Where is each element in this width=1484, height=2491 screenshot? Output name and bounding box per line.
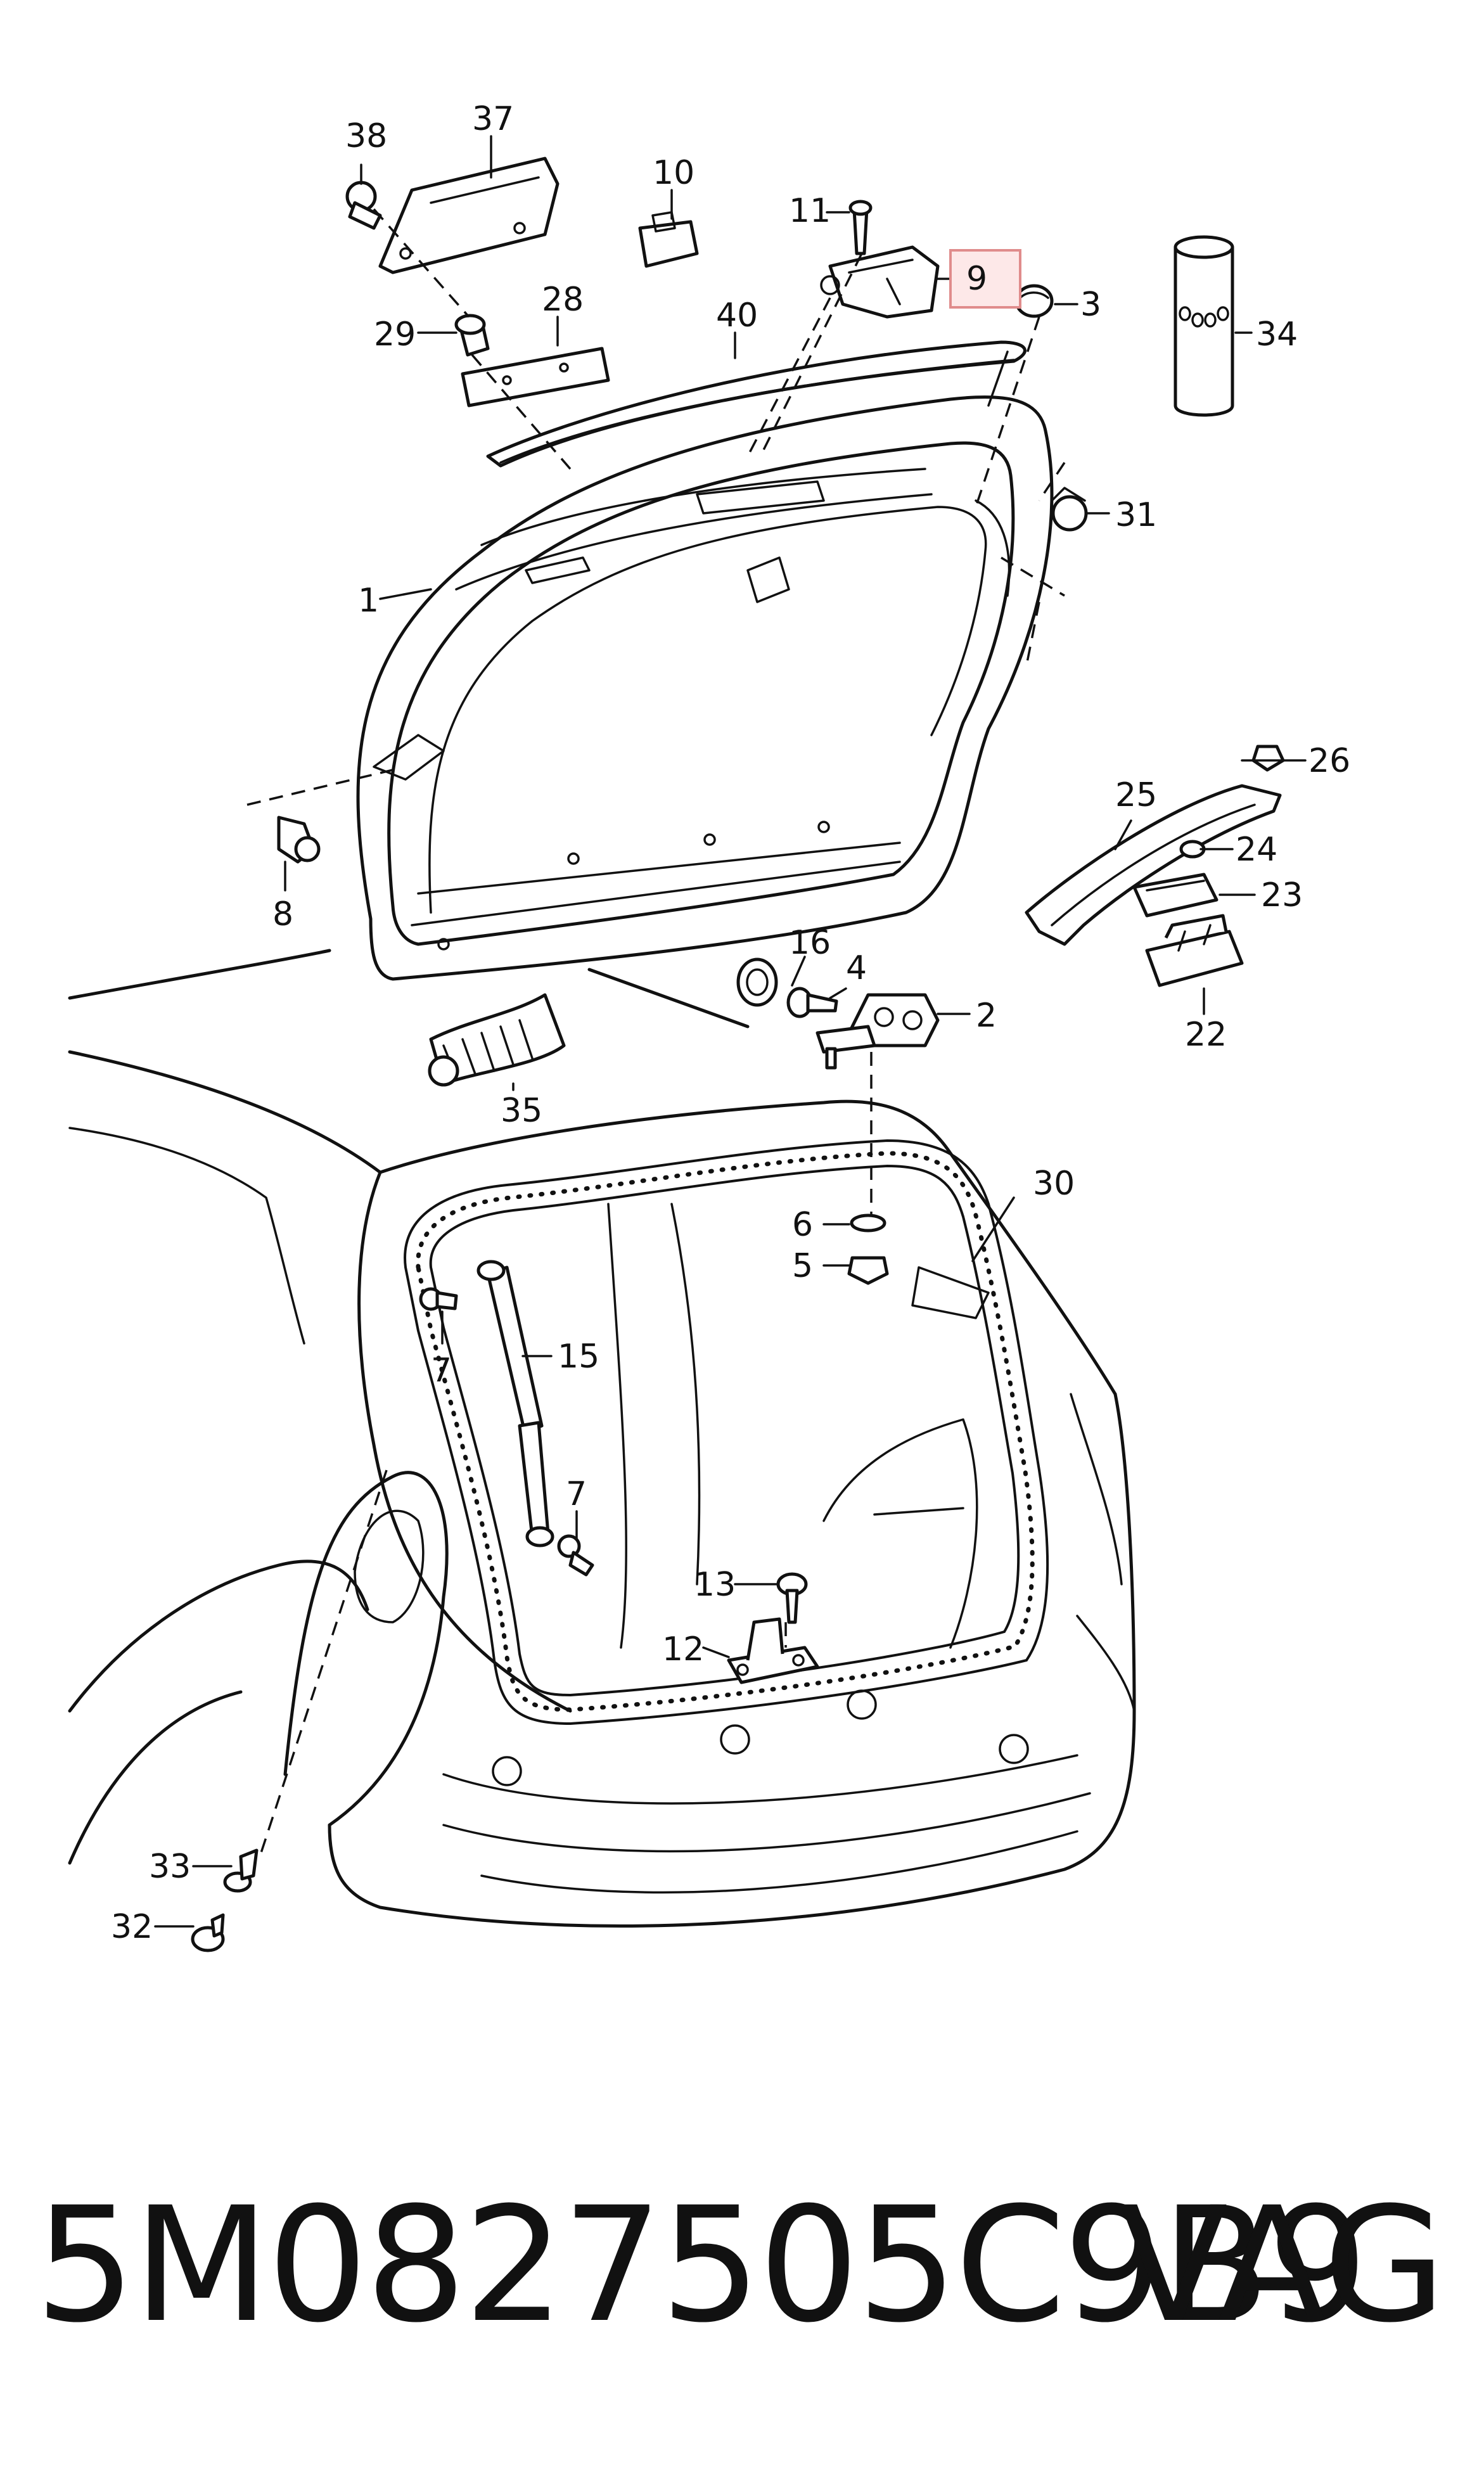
callout-1: 1	[358, 582, 379, 620]
callout-33: 33	[149, 1848, 191, 1886]
vehicle-body-rear	[68, 949, 1136, 1928]
part-32-nut	[191, 1913, 225, 1952]
part-number: 5M0827505C9B9	[35, 2173, 1368, 2357]
part-6-washer	[850, 1213, 886, 1233]
callout-25: 25	[1115, 776, 1157, 814]
callout-35: 35	[501, 1092, 542, 1130]
callout-40: 40	[716, 297, 758, 335]
callout-32: 32	[111, 1908, 153, 1946]
callout-12: 12	[662, 1630, 704, 1668]
callout-28: 28	[542, 281, 584, 319]
callout-26: 26	[1308, 742, 1350, 780]
part-38-bolt	[345, 181, 382, 230]
callout-10: 10	[653, 154, 694, 192]
leader-lines	[154, 135, 1307, 1928]
callout-labels: 38 37 10 11 9 3 34 28 40 29 31 1 26 25 2…	[111, 100, 1350, 1946]
part-2-hinge	[816, 993, 940, 1070]
part-7-ball-stud-upper	[419, 1287, 458, 1311]
callout-34: 34	[1256, 316, 1298, 354]
callout-8: 8	[272, 895, 293, 933]
part-35-loom	[428, 993, 566, 1087]
callout-9: 9	[966, 260, 987, 298]
part-23-switch	[1132, 873, 1219, 918]
part-number-footer: 5M0827505C9B9 VAG	[0, 2180, 1484, 2370]
callout-37: 37	[472, 100, 514, 138]
part-9-lock-actuator	[820, 245, 940, 319]
callout-7-lower: 7	[566, 1475, 587, 1513]
part-4-bolt	[786, 987, 838, 1018]
part-12-striker	[727, 1617, 819, 1684]
callout-4: 4	[846, 949, 867, 987]
brand-name: VAG	[1119, 2173, 1446, 2357]
part-16-bush	[736, 957, 778, 1007]
part-5-nut	[847, 1256, 889, 1285]
callout-5: 5	[792, 1247, 813, 1285]
callout-3: 3	[1080, 286, 1101, 324]
callout-23: 23	[1261, 876, 1303, 914]
part-37-cover	[378, 157, 560, 274]
part-33-bolt	[223, 1848, 259, 1893]
part-29-grommet	[454, 314, 490, 357]
part-31-cap	[1051, 487, 1088, 532]
part-25-handle-trim	[1025, 784, 1282, 946]
tailgate-panel	[356, 395, 1054, 981]
callout-31: 31	[1115, 496, 1157, 534]
callout-15: 15	[558, 1338, 599, 1376]
part-10-clip	[638, 211, 699, 268]
part-11-screw	[848, 200, 873, 255]
callout-24: 24	[1236, 831, 1277, 869]
part-26-nut	[1251, 745, 1285, 772]
callout-6: 6	[792, 1206, 813, 1244]
highlight-box-part-9	[949, 249, 1021, 309]
part-15-gas-strut	[477, 1260, 554, 1547]
callout-11: 11	[789, 192, 831, 230]
callout-16: 16	[789, 924, 831, 962]
callout-29: 29	[374, 316, 416, 354]
door-seal	[404, 1139, 1049, 1726]
callout-2: 2	[976, 997, 997, 1035]
callout-38: 38	[345, 117, 387, 155]
part-34-can	[1174, 235, 1234, 417]
part-28-gasket	[461, 347, 610, 407]
callout-30: 30	[1033, 1165, 1075, 1203]
part-8-buffer	[277, 816, 321, 864]
callout-13: 13	[694, 1566, 736, 1604]
callout-22: 22	[1185, 1016, 1227, 1054]
callout-7-upper: 7	[431, 1352, 452, 1390]
part-7-ball-stud-lower	[557, 1534, 594, 1577]
part-3-button	[1014, 284, 1054, 318]
part-22-lamp	[1145, 914, 1244, 987]
part-13-screw	[776, 1572, 808, 1624]
